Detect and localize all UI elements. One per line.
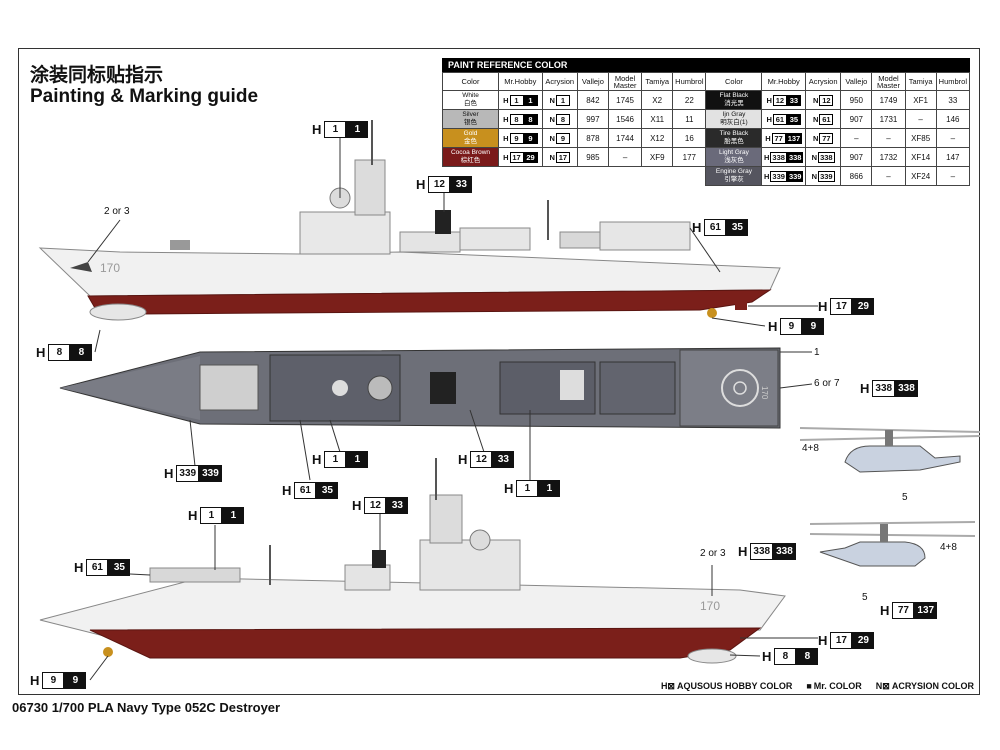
paint-col-header: Model Master <box>607 72 643 91</box>
paint-humbrol-code: 33 <box>935 90 971 110</box>
decal-label-5-b: 5 <box>862 592 868 603</box>
paint-humbrol-code: 146 <box>935 109 971 129</box>
title-chinese: 涂装同标贴指示 <box>30 64 164 86</box>
color-brand-legend: H⊠AQUSOUS HOBBY COLOR ■Mr. COLOR N⊠ACRYS… <box>661 681 974 692</box>
decal-label-4-8-a: 4+8 <box>802 443 819 454</box>
hull-number-deck: 170 <box>760 386 769 400</box>
helicopter-lower <box>809 521 976 567</box>
decal-label-6or7: 6 or 7 <box>814 378 840 389</box>
decal-label-1: 1 <box>814 347 820 358</box>
paint-mm-code: – <box>871 166 906 186</box>
legend-mr: ■Mr. COLOR <box>806 681 862 691</box>
paint-humbrol-code: 147 <box>935 147 971 167</box>
decal-label-2or3-top: 2 or 3 <box>104 206 130 217</box>
paint-table-heading: PAINT REFERENCE COLOR <box>442 58 970 72</box>
leader-lines <box>87 138 818 681</box>
paint-col-header: Humbrol <box>672 72 707 91</box>
product-footer: 06730 1/700 PLA Navy Type 052C Destroyer <box>12 700 281 715</box>
decal-label-5-a: 5 <box>902 492 908 503</box>
paint-humbrol-code: – <box>935 166 971 186</box>
helicopter-upper <box>799 427 981 473</box>
hull-number-top: 170 <box>100 261 120 275</box>
paint-tamiya-code: XF24 <box>904 166 937 186</box>
decal-label-4-8-b: 4+8 <box>940 542 957 553</box>
paint-humbrol-code: 11 <box>672 109 707 129</box>
title-english: Painting & Marking guide <box>30 86 259 107</box>
ship-side-view-bottom: 170 <box>39 458 786 664</box>
hull-number-bottom: 170 <box>700 599 720 613</box>
legend-hobby: H⊠AQUSOUS HOBBY COLOR <box>660 681 793 691</box>
legend-acrysion: N⊠ACRYSION COLOR <box>875 681 974 691</box>
sheet-frame <box>18 48 980 695</box>
paint-mm-code: – <box>607 147 643 167</box>
ship-deck-plan-view: 170 <box>59 347 781 429</box>
decal-label-2or3-bottom: 2 or 3 <box>700 548 726 559</box>
ship-side-view-top: 170 <box>38 120 781 321</box>
paint-humbrol-code: 177 <box>672 147 707 167</box>
